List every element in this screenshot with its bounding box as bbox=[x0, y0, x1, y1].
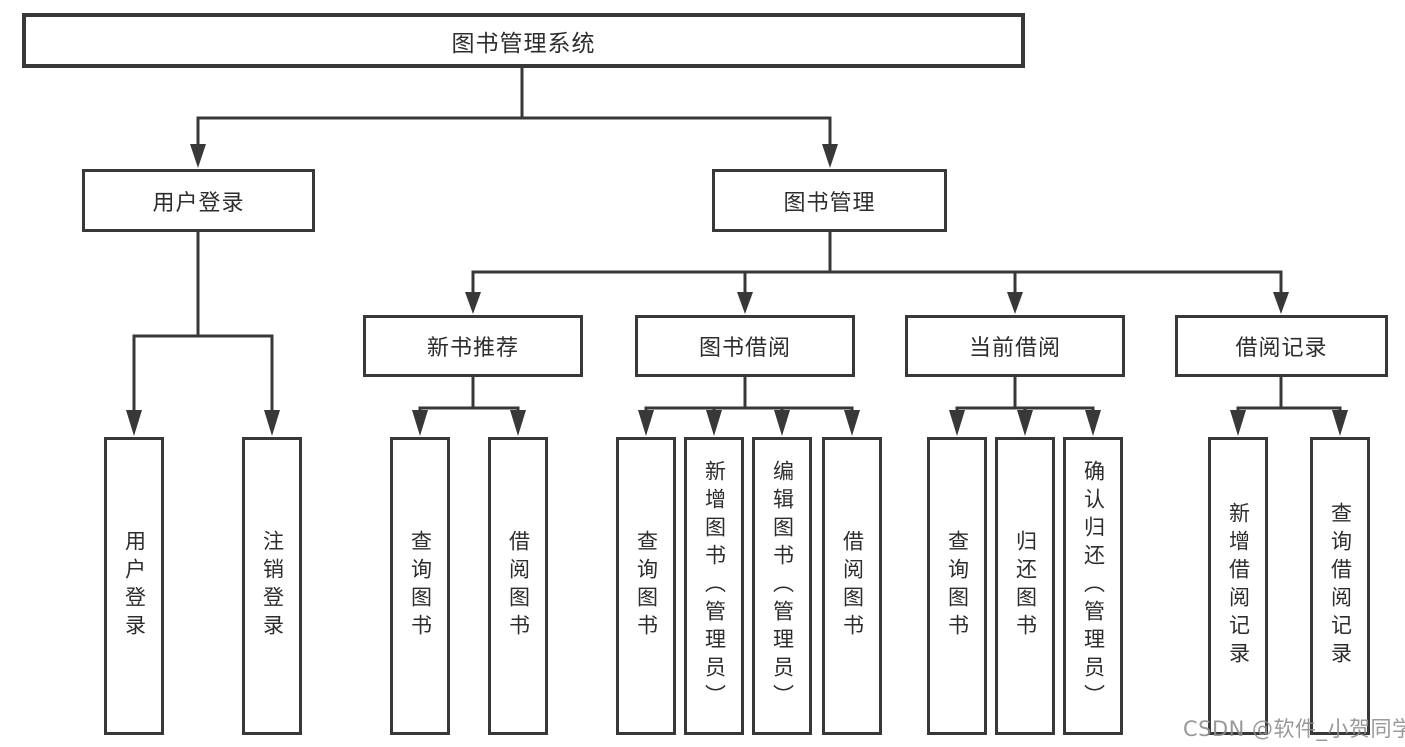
node-root-book-management-system: 图书管理系统 bbox=[22, 13, 1025, 68]
node-leaf-logout: 注销登录 bbox=[242, 437, 302, 735]
node-leaf-add-books-admin: 新增图书（管理员） bbox=[684, 437, 744, 735]
node-leaf-edit-books-admin: 编辑图书（管理员） bbox=[752, 437, 812, 735]
node-leaf-query-borrow-record: 查询借阅记录 bbox=[1310, 437, 1370, 735]
node-leaf-return-books: 归还图书 bbox=[995, 437, 1055, 735]
node-new-book-recommend: 新书推荐 bbox=[363, 315, 583, 377]
node-leaf-confirm-return-admin: 确认归还（管理员） bbox=[1063, 437, 1123, 735]
watermark: CSDN @软件_小贺同学 bbox=[1183, 717, 1405, 741]
node-book-borrowing: 图书借阅 bbox=[635, 315, 855, 377]
node-borrowing-records: 借阅记录 bbox=[1175, 315, 1388, 377]
node-book-management: 图书管理 bbox=[712, 169, 947, 232]
node-leaf-borrow-books-recommend: 借阅图书 bbox=[488, 437, 548, 735]
node-current-borrowing: 当前借阅 bbox=[905, 315, 1125, 377]
node-leaf-add-borrow-record: 新增借阅记录 bbox=[1208, 437, 1268, 735]
node-leaf-user-login: 用户登录 bbox=[104, 437, 164, 735]
node-leaf-borrow-books: 借阅图书 bbox=[822, 437, 882, 735]
node-leaf-query-books-current: 查询图书 bbox=[927, 437, 987, 735]
node-leaf-query-books-borrowing: 查询图书 bbox=[616, 437, 676, 735]
node-user-login: 用户登录 bbox=[82, 169, 315, 232]
node-leaf-query-books-recommend: 查询图书 bbox=[390, 437, 450, 735]
